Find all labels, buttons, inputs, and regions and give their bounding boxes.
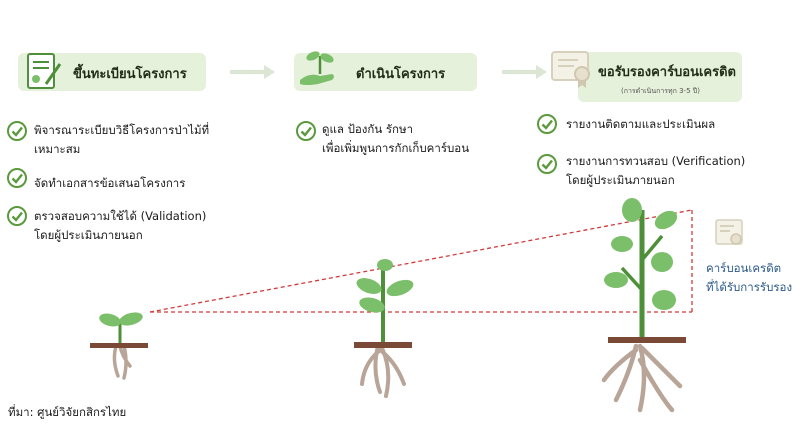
step-3-item-2: รายงานการทวนสอบ (Verification) โดยผู้ประ…: [566, 154, 746, 187]
certificate-icon: [551, 51, 590, 88]
check-icon: [537, 114, 557, 134]
document-pen-icon: [27, 53, 62, 89]
step-2-item-1: ดูแล ป้องกัน รักษา เพื่อเพิ่มพูนการกักเก…: [322, 122, 470, 155]
step-2-title: ดำเนินโครงการ: [356, 67, 446, 82]
check-icon: [7, 168, 27, 188]
carbon-credit-certificate-icon: [715, 219, 743, 245]
step-1-title: ขึ้นทะเบียนโครงการ: [73, 67, 187, 82]
carbon-dashed-line: [149, 209, 693, 313]
check-icon: [7, 206, 27, 226]
step-3-item-1: รายงานติดตามและประเมินผล: [566, 117, 716, 131]
step-3-subtitle: (การดำเนินการทุก 3-5 ปี): [621, 87, 700, 95]
check-icon: [7, 121, 27, 141]
hand-seedling-icon: [300, 51, 334, 85]
check-icon: [537, 154, 557, 174]
large-plant: [601, 198, 686, 413]
medium-plant: [354, 259, 414, 398]
step-1-item-3: ตรวจสอบความใช้ได้ (Validation) โดยผู้ประ…: [34, 209, 207, 242]
carbon-credit-label: คาร์บอนเครดิต ที่ได้รับการรับรอง: [706, 261, 793, 294]
step-3-title: ขอรับรองคาร์บอนเครดิต: [598, 65, 736, 80]
check-icon: [296, 121, 316, 141]
source-note: ที่มา: ศูนย์วิจัยกสิกรไทย: [8, 405, 127, 419]
arrow-right-icon: [502, 65, 547, 79]
arrow-right-icon: [230, 65, 275, 79]
step-1-item-2: จัดทำเอกสารข้อเสนอโครงการ: [34, 176, 186, 190]
small-seedling: [90, 312, 148, 380]
step-3-header: [578, 52, 742, 102]
step-1-item-1: พิจารณาระเบียบวิธีโครงการป่าไม้ที่ เหมาะ…: [34, 123, 210, 156]
